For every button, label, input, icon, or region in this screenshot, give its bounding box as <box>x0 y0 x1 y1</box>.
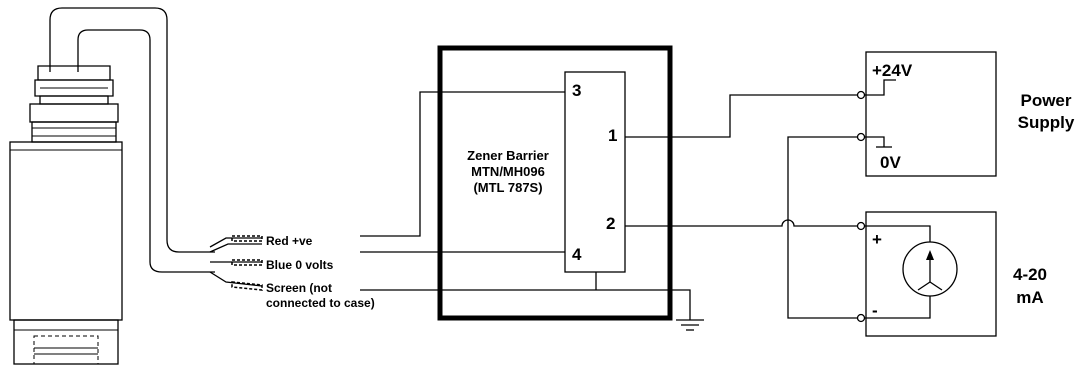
screen-wire-label-line2: connected to case) <box>266 296 375 310</box>
output-wiring <box>625 90 866 323</box>
meter-plus-label: + <box>872 230 882 249</box>
screen-wire-label-line1: Screen (not <box>266 281 332 295</box>
power-supply-name-line1: Power <box>1020 91 1071 110</box>
blue-wire-label: Blue 0 volts <box>266 258 334 272</box>
barrier-pin-3: 3 <box>572 81 581 100</box>
field-wiring <box>360 91 704 331</box>
barrier-title-line2: MTN/MH096 <box>471 164 545 179</box>
power-supply-plus-label: +24V <box>872 61 913 80</box>
barrier-title-line1: Zener Barrier <box>467 148 549 163</box>
barrier-pin-4: 4 <box>572 245 582 264</box>
barrier-title-line3: (MTL 787S) <box>473 180 542 195</box>
red-wire-label: Red +ve <box>266 234 313 248</box>
power-supply-name-line2: Supply <box>1018 113 1075 132</box>
barrier-module <box>564 71 626 273</box>
meter-name-line2: mA <box>1016 288 1043 307</box>
meter-minus-label: - <box>872 301 878 320</box>
cable-ends <box>209 235 263 291</box>
barrier-pin-2: 2 <box>606 214 615 233</box>
power-supply-box <box>865 51 997 177</box>
power-supply: +24V 0V <box>865 51 997 177</box>
barrier-pin-1: 1 <box>608 126 617 145</box>
meter-name-line1: 4-20 <box>1013 265 1047 284</box>
sensor-transmitter <box>9 7 215 365</box>
barrier-enclosure <box>437 45 673 321</box>
zener-barrier: Zener Barrier MTN/MH096 (MTL 787S) 3 1 2… <box>437 45 673 321</box>
power-supply-zero-label: 0V <box>880 153 901 172</box>
current-meter: + - <box>865 211 997 337</box>
meter-dial <box>902 241 958 297</box>
meter-box <box>865 211 997 337</box>
